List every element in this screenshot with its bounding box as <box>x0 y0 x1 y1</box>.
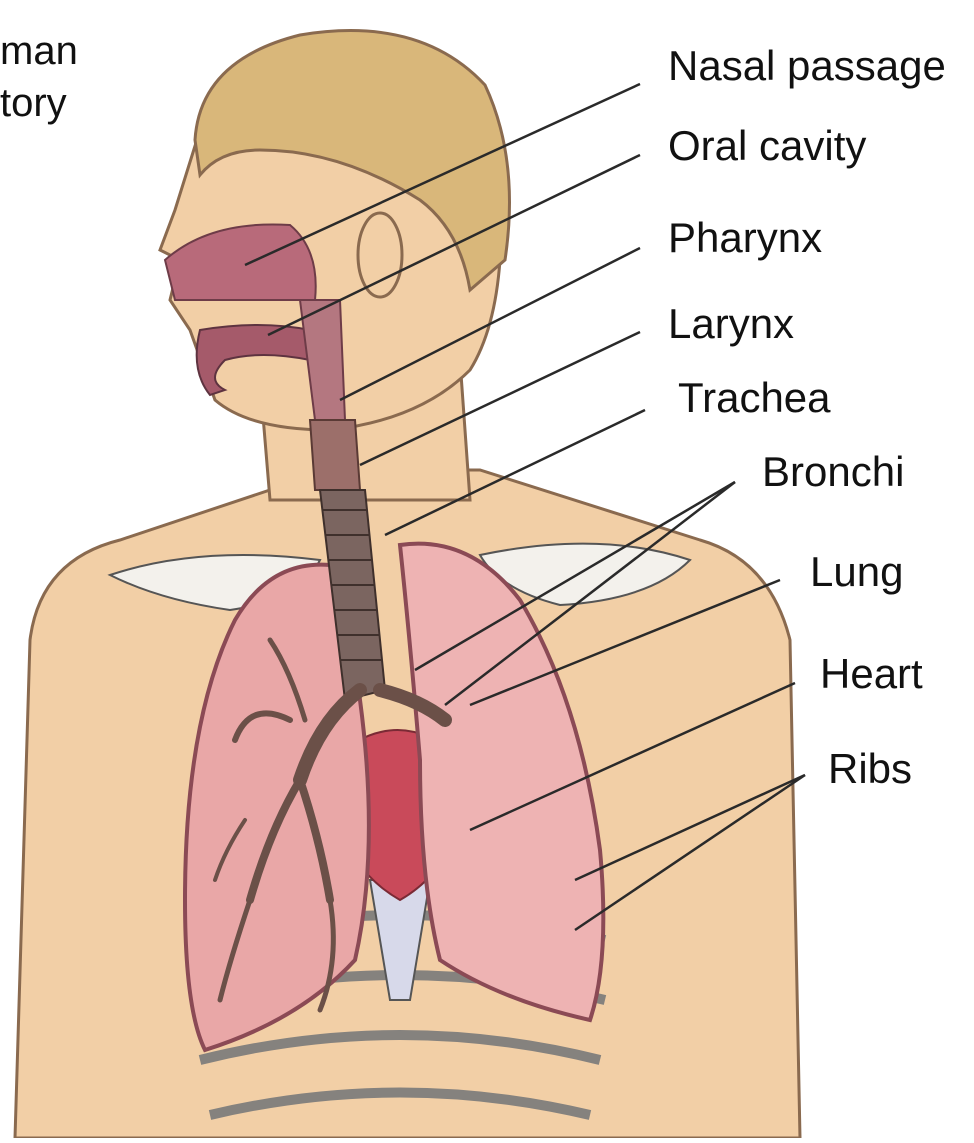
larynx-shape <box>310 420 360 490</box>
label-lung: Lung <box>810 548 903 596</box>
label-bronchi: Bronchi <box>762 448 904 496</box>
label-pharynx: Pharynx <box>668 214 822 262</box>
corner-text-line-2: tory <box>0 80 67 126</box>
label-trachea: Trachea <box>678 374 831 422</box>
label-larynx: Larynx <box>668 300 794 348</box>
label-nasal-passage: Nasal passage <box>668 42 946 90</box>
corner-text-line-1: man <box>0 28 78 74</box>
label-oral-cavity: Oral cavity <box>668 122 866 170</box>
ear <box>358 213 402 297</box>
label-heart: Heart <box>820 650 923 698</box>
label-ribs: Ribs <box>828 745 912 793</box>
